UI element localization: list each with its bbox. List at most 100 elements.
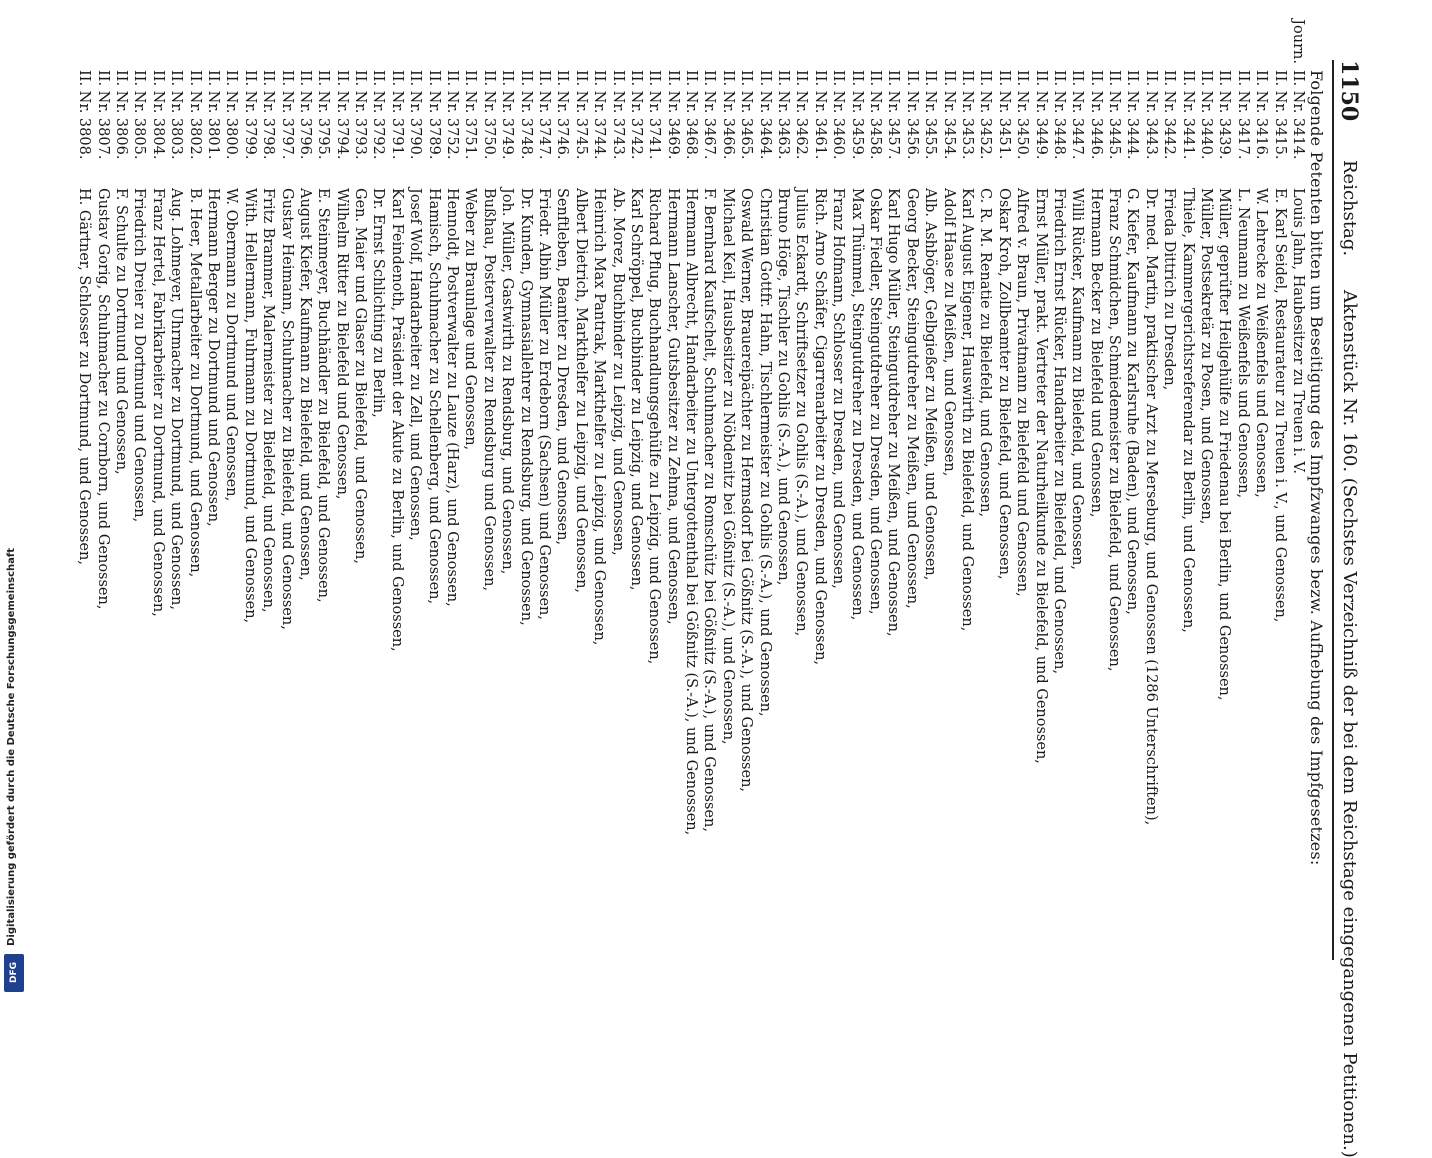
petition-number: II. Nr. 3461. [811,70,828,160]
petition-number: II. Nr. 3415. [1271,70,1288,160]
petition-reference: II. Nr. 3794. [334,70,350,182]
petition-number: II. Nr. 3459. [848,70,865,160]
petition-entry: II. Nr. 3467.F. Bernhard Kaufschelt, Sch… [699,70,718,970]
petition-reference: Journ.II. Nr. 3414. [1290,19,1306,182]
petition-number: II. Nr. 3797. [278,70,295,160]
petition-number: II. Nr. 3749. [499,70,516,160]
petition-reference: II. Nr. 3807. [95,70,111,182]
petition-number: II. Nr. 3442. [1161,70,1178,160]
petitioner-text: Gustav Heimann, Schuhmacher zu Bielefeld… [278,188,295,630]
petitioner-text: Dr. Ernst Schlichting zu Berlin, [370,188,387,418]
petitioner-text: Karl Hugo Müller, Steingutdreher zu Meiß… [885,188,902,637]
petition-number: II. Nr. 3808. [76,70,93,160]
petition-number: II. Nr. 3791. [388,70,405,160]
petitioner-text: Christian Gottfr. Hahn, Tischlermeister … [756,188,773,717]
header-rule [1332,60,1334,960]
petition-reference: II. Nr. 3443. [1143,70,1159,182]
petition-reference: II. Nr. 3459. [849,70,865,182]
petitioner-text: Josef Wolf, Handarbeiter zu Zell, und Ge… [407,188,424,541]
petition-reference: II. Nr. 3808. [76,70,92,182]
petition-entry: II. Nr. 3794.Wilhelm Ritter zu Bielefeld… [331,70,350,970]
petition-reference: II. Nr. 3746. [554,70,570,182]
petitioner-text: F. Bernhard Kaufschelt, Schuhmacher zu R… [701,188,718,832]
petition-entry: II. Nr. 3448.Friedrich Ernst Rücker, Han… [1049,70,1067,970]
petition-reference: II. Nr. 3452. [977,70,993,182]
petition-number: II. Nr. 3455. [922,70,939,160]
petition-number: II. Nr. 3439. [1216,70,1233,160]
petition-entry: II. Nr. 3460.Franz Hofmann, Schlosser zu… [828,70,846,970]
petition-entry: II. Nr. 3463. Bruno Höge, Tischler zu Goh… [773,70,791,970]
petition-entry: II. Nr. 3453.Karl August Eigener, Hauswi… [957,70,975,970]
petition-reference: II. Nr. 3458. [867,70,883,182]
petition-entry: II. Nr. 3791. Karl Feindenoth, Präsident … [386,70,405,970]
petition-reference: II. Nr. 3743. [610,70,626,182]
petitioner-text: August Kiefer, Kaufmann zu Bielefeld, un… [296,188,313,581]
petitioner-text: Oswald Werner, Brauereipächter zu Hermsd… [738,188,755,793]
petition-number: II. Nr. 3452. [977,70,994,160]
digitization-credit: Digitalisierung gefördert durch die Deut… [6,548,17,946]
petition-number: II. Nr. 3801. [204,70,221,160]
petition-number: II. Nr. 3465. [738,70,755,160]
petition-number: II. Nr. 3440. [1198,70,1215,160]
page-title: Aktenstück Nr. 160. (Sechstes Verzeichni… [1339,290,1360,1158]
petition-entry: II. Nr. 3792.Dr. Ernst Schlichting zu Be… [368,70,386,970]
petition-entry: II. Nr. 3443.Dr. med. Martin, praktische… [1140,70,1159,970]
petition-entry: II. Nr. 3748.Dr. Kunden, Gymnasiallehrer… [515,70,534,970]
petition-number: II. Nr. 3746. [554,70,571,160]
petition-entry: II. Nr. 3457.Karl Hugo Müller, Steingutd… [883,70,901,970]
petition-reference: II. Nr. 3744. [591,70,607,182]
petition-entry: II. Nr. 3440.Müller, Postsekretär zu Pos… [1196,70,1214,970]
petition-reference: II. Nr. 3417. [1235,70,1251,182]
petition-entry: II. Nr. 3441.Thiele, Kammergerichtsrefer… [1177,70,1196,970]
petition-entry: II. Nr. 3745.Albert Dietrich, Markthelfe… [570,70,589,970]
petitioner-text: Albert Dietrich, Markthelfer zu Leipzig,… [572,188,589,594]
petitioner-text: Hermann Becker zu Bielefeld und Genossen… [1087,188,1104,518]
petition-number: II. Nr. 3416. [1253,70,1270,160]
petition-number: II. Nr. 3743. [609,70,626,160]
petition-reference: II. Nr. 3747. [536,70,552,182]
petition-reference: II. Nr. 3446. [1088,70,1104,182]
petition-number: II. Nr. 3451. [995,70,1012,160]
petition-reference: II. Nr. 3799. [242,70,258,182]
petitioner-text: Hermann Lanscher, Gutsbesitzer zu Zehma,… [664,188,681,625]
petition-reference: II. Nr. 3806. [113,70,129,182]
petition-reference: II. Nr. 3465. [738,70,754,182]
petition-reference: II. Nr. 3789. [426,70,442,182]
petition-entry: II. Nr. 3742.Karl Schröppel, Buchbinder … [626,70,644,970]
petition-reference: II. Nr. 3805. [131,70,147,182]
petition-entry: II. Nr. 3749.Joh. Müller, Gastwirth zu R… [497,70,515,970]
petitioner-text: Aug. Lohmeyer, Uhrmacher zu Dortmund, un… [168,188,185,610]
petition-number: II. Nr. 3799. [241,70,258,160]
petitioner-text: Karl August Eigener, Hauswirth zu Bielef… [958,188,975,632]
petition-entry: II. Nr. 3462.Julius Eckardt, Schriftsetz… [791,70,809,970]
petition-entry: II. Nr. 3789.Hamisch, Schuhmacher zu Sch… [423,70,442,970]
petition-entry: II. Nr. 3461.Rich. Arno Schäfer, Cigarre… [809,70,828,970]
petition-reference: II. Nr. 3751. [462,70,478,182]
petition-number: II. Nr. 3806. [113,70,129,160]
petition-number: II. Nr. 3463. [775,70,792,160]
petition-reference: II. Nr. 3790. [407,70,423,182]
petition-number: II. Nr. 3441. [1179,70,1196,160]
petitioner-text: Bruno Höge, Tischler zu Gohlis (S.-A.), … [775,188,792,586]
petition-number: II. Nr. 3469. [664,70,681,160]
petitioner-text: Willi Rücker, Kaufmann zu Bielefeld, und… [1069,188,1086,570]
petition-reference: II. Nr. 3462. [793,70,809,182]
petition-reference: II. Nr. 3741. [646,70,662,182]
petition-number: II. Nr. 3456. [903,70,920,160]
petitioner-text: Louis Jahn, Haubesitzer zu Treuen i. V. [1290,188,1306,474]
petitioner-text: Karl Feindenoth, Präsident der Akute zu … [388,188,405,652]
petition-reference: II. Nr. 3466. [720,70,736,182]
petition-reference: II. Nr. 3441. [1180,70,1196,182]
petition-reference: II. Nr. 3447. [1069,70,1085,182]
petition-reference: II. Nr. 3442. [1161,70,1177,182]
petition-reference: II. Nr. 3454. [941,70,957,182]
petition-reference: II. Nr. 3461. [812,70,828,182]
petition-number: II. Nr. 3752. [444,70,461,160]
petitioner-text: Gen. Maier und Glaser zu Bielefeld, und … [352,188,369,564]
petition-entry: II. Nr. 3741.Richard Pflug, Buchhandlung… [644,70,662,970]
petitioner-text: Franz Hofmann, Schlosser zu Dresden, und… [830,188,847,589]
petition-reference: II. Nr. 3439. [1216,70,1232,182]
petitioner-text: Adolf Haase zu Meißen, und Genossen, [940,188,957,477]
petition-entry: II. Nr. 3469. Hermann Lanscher, Gutsbesit… [662,70,681,970]
petitioner-text: E. Karl Seidel, Restaurateur zu Treuen i… [1271,188,1288,623]
